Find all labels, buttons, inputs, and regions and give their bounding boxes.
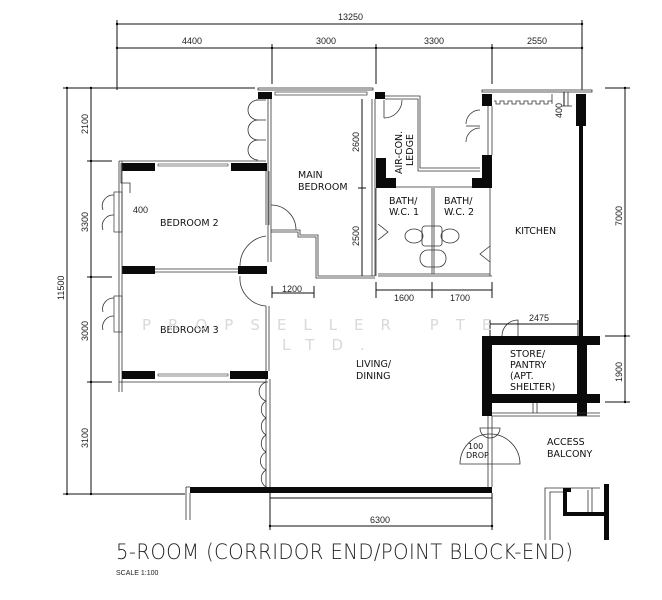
label-store-4: SHELTER) — [510, 382, 555, 393]
dim-main-bedroom-upper: 2600 — [351, 132, 361, 152]
internal-dimension-lines — [268, 92, 579, 530]
dim-left-2: 3300 — [80, 212, 90, 232]
dim-left-overall: 11500 — [56, 276, 66, 300]
dim-store: 2475 — [529, 313, 549, 323]
dim-bottom-living: 6300 — [370, 515, 390, 525]
dim-bath2: 1700 — [450, 293, 470, 303]
dim-corridor: 1200 — [282, 284, 302, 294]
dim-bath1: 1600 — [394, 293, 414, 303]
dim-top-4: 2550 — [527, 36, 547, 46]
dim-bedroom2-ledge: 400 — [133, 205, 148, 215]
label-living-2: DINING — [356, 371, 391, 382]
label-bath2-2: W.C. 2 — [444, 207, 474, 218]
plan-title: 5-ROOM (CORRIDOR END/POINT BLOCK-END) — [116, 540, 574, 564]
label-bath1-2: W.C. 1 — [389, 207, 419, 218]
plan-scale: SCALE 1:100 — [116, 570, 159, 577]
right-dimension-lines — [605, 86, 630, 404]
doors — [101, 99, 521, 488]
label-store-2: PANTRY — [510, 360, 547, 371]
label-living-1: LIVING/ — [356, 359, 392, 370]
label-access-balcony-2: BALCONY — [547, 449, 593, 460]
dim-main-bedroom-lower: 2500 — [351, 226, 361, 246]
dim-left-4: 3100 — [80, 428, 90, 448]
label-store-3: (APT. — [510, 371, 534, 382]
dim-kitchen-window: 400 — [554, 103, 564, 118]
dim-right-store: 1900 — [614, 362, 624, 382]
dim-top-2: 3000 — [316, 36, 336, 46]
top-dimension-lines — [115, 20, 584, 90]
label-bath2-1: BATH/ — [444, 196, 473, 207]
left-dimension-lines — [63, 86, 255, 496]
label-access-balcony-1: ACCESS — [547, 437, 585, 448]
dim-left-1: 2100 — [80, 114, 90, 134]
label-drop-1: 100 — [468, 442, 483, 451]
dim-left-3: 3000 — [80, 321, 90, 341]
label-aircon-ledge-2: LEDGE — [405, 134, 416, 166]
label-drop-2: DROP — [466, 451, 489, 460]
label-main-bedroom-2: BEDROOM — [298, 182, 348, 193]
label-aircon-ledge-1: AIR-CON. — [394, 131, 405, 174]
dim-top-3: 3300 — [424, 36, 444, 46]
dim-top-overall: 13250 — [338, 12, 363, 22]
label-bedroom-3: BEDROOM 3 — [160, 325, 219, 336]
watermark-line-2: LTD. — [282, 336, 382, 354]
walls — [118, 87, 600, 520]
key-plan-icon — [544, 484, 609, 540]
dim-right-kitchen: 7000 — [614, 206, 624, 226]
label-main-bedroom-1: MAIN — [298, 170, 323, 181]
label-store-1: STORE/ — [510, 349, 546, 360]
label-bedroom-2: BEDROOM 2 — [160, 218, 219, 229]
label-bath1-1: BATH/ — [389, 196, 418, 207]
watermark-line-1: PROPSELLER PTE — [142, 316, 508, 334]
label-kitchen: KITCHEN — [515, 226, 556, 237]
dim-top-1: 4400 — [182, 36, 202, 46]
